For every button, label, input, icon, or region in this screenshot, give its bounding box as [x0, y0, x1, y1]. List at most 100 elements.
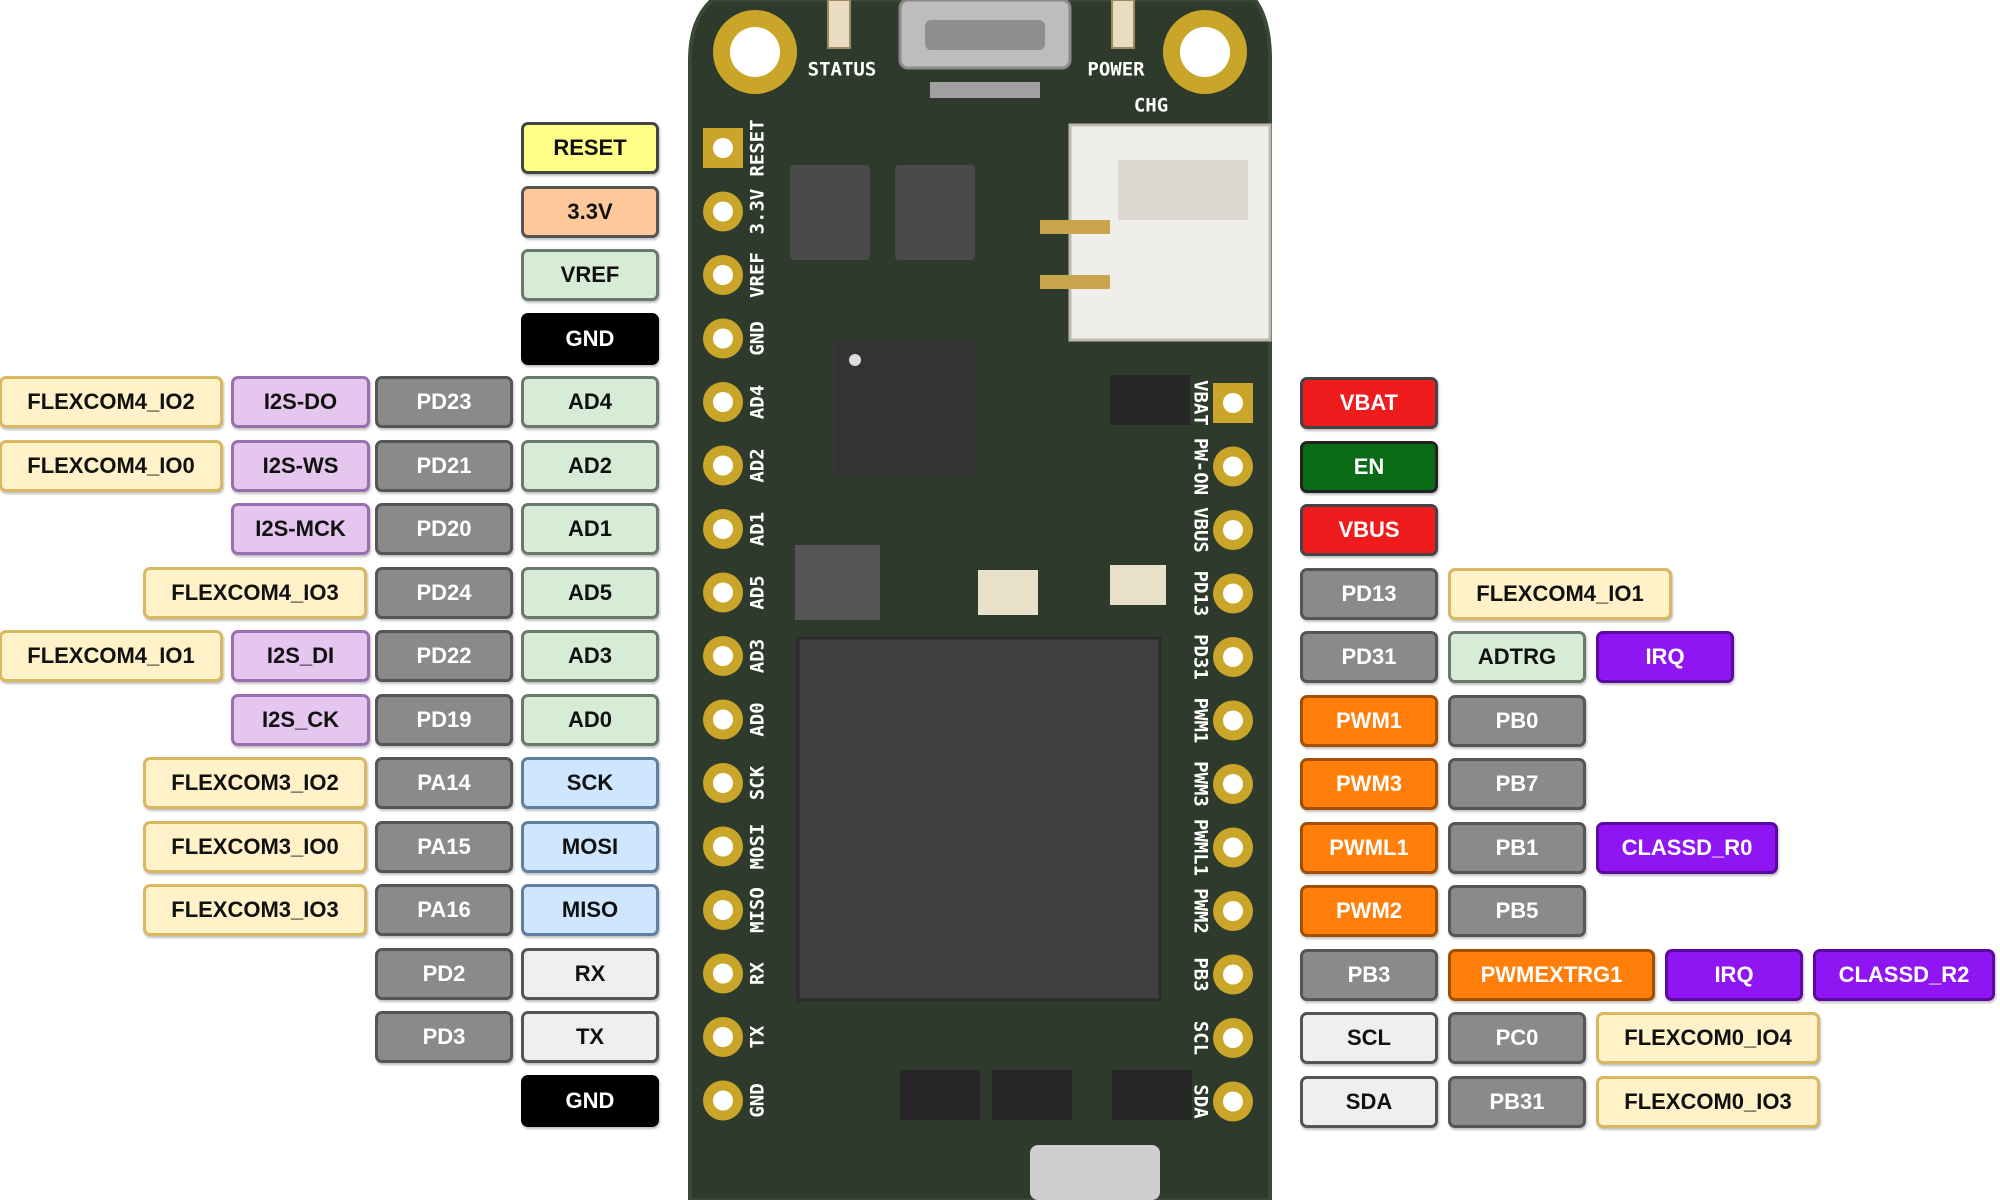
- header-hole: [713, 138, 733, 158]
- pin-label-irq: IRQ: [1596, 631, 1734, 683]
- pin-label-port: PB3: [1300, 948, 1438, 1001]
- pin-label-port: PD3: [375, 1011, 513, 1063]
- silk-label-right: VBAT: [1190, 380, 1212, 426]
- silk-label-chg: CHG: [1134, 95, 1168, 117]
- pin-label-serial: SDA: [1300, 1075, 1438, 1128]
- pin-label-spi: MISO: [521, 884, 659, 936]
- header-hole: [713, 519, 733, 539]
- pin-label-pwm: PWM1: [1300, 694, 1438, 747]
- pin-label-port: PD22: [375, 630, 513, 682]
- pin-label-port: PB0: [1448, 694, 1586, 747]
- pin-label-vbat: VBUS: [1300, 504, 1438, 556]
- header-hole: [713, 392, 733, 412]
- silk-label-left: 3.3V: [747, 189, 769, 235]
- pin-label-i2s: I2S_CK: [231, 693, 370, 746]
- header-hole: [1223, 393, 1243, 413]
- pin-label-flexcom: FLEXCOM3_IO2: [143, 757, 367, 809]
- silk-label-left: AD5: [747, 575, 769, 609]
- power-led: [1111, 0, 1135, 49]
- inductor: [895, 165, 975, 260]
- pin-label-port: PA16: [375, 884, 513, 936]
- silk-label-right: PWML1: [1190, 819, 1212, 876]
- silk-label-right: PW-ON: [1190, 438, 1212, 495]
- pin-label-port: PA15: [375, 820, 513, 873]
- silk-label-status: STATUS: [808, 59, 877, 81]
- silk-label-left: AD2: [747, 448, 769, 482]
- pin-label-en: EN: [1300, 440, 1438, 493]
- silk-label-left: SCK: [747, 765, 769, 800]
- pin-label-port: PD21: [375, 439, 513, 492]
- pin-label-irq: CLASSD_R2: [1813, 948, 1995, 1001]
- pin-label-spi: SCK: [521, 757, 659, 809]
- header-hole: [1223, 456, 1243, 477]
- header-hole: [713, 1027, 733, 1047]
- pin-label-port: PD13: [1300, 567, 1438, 620]
- connector-pin: [1040, 220, 1110, 234]
- header-hole: [713, 265, 733, 285]
- pin-label-analog: AD5: [521, 566, 659, 619]
- silk-label-power: POWER: [1087, 59, 1145, 81]
- silk-label-left: AD1: [747, 512, 769, 546]
- pin-label-adtrg: ADTRG: [1448, 631, 1586, 683]
- transistor: [900, 1070, 980, 1120]
- pin-label-flexcom: FLEXCOM3_IO0: [143, 820, 367, 873]
- header-hole: [1223, 1091, 1243, 1112]
- header-hole: [1223, 964, 1243, 985]
- pin-label-flexcom: FLEXCOM4_IO0: [0, 439, 223, 492]
- pin-label-i2s: I2S_DI: [231, 630, 370, 682]
- connector-pin: [1040, 275, 1110, 289]
- pin-label-analog: AD4: [521, 376, 659, 428]
- pin-label-port: PD2: [375, 947, 513, 1000]
- silk-label-left: GND: [747, 321, 769, 355]
- silk-label-right: PB3: [1190, 957, 1212, 991]
- pin-label-port: PB5: [1448, 885, 1586, 937]
- pin-label-flexcom: FLEXCOM4_IO1: [0, 630, 223, 682]
- silk-label-right: PWM3: [1190, 761, 1212, 807]
- header-hole: [1223, 837, 1243, 858]
- pin-label-port: PD23: [375, 376, 513, 428]
- header-hole: [713, 773, 733, 793]
- pin-label-flexcom: FLEXCOM0_IO3: [1596, 1075, 1820, 1128]
- silk-label-left: VREF: [747, 252, 769, 298]
- pin-label-spi: MOSI: [521, 820, 659, 873]
- header-hole: [713, 201, 733, 222]
- pin-label-power-3v3: 3.3V: [521, 185, 659, 238]
- pin-label-flexcom: FLEXCOM4_IO1: [1448, 567, 1672, 620]
- pin-label-flexcom: FLEXCOM3_IO3: [143, 884, 367, 936]
- silk-label-left: RX: [747, 962, 769, 985]
- reset-button: [1030, 1145, 1160, 1200]
- pin-label-pwm: PWM2: [1300, 885, 1438, 937]
- pin-label-flexcom: FLEXCOM0_IO4: [1596, 1012, 1820, 1064]
- pin-label-port: PB1: [1448, 821, 1586, 874]
- pin-label-irq: CLASSD_R0: [1596, 821, 1778, 874]
- mounting-hole-center: [1180, 27, 1230, 77]
- silk-label-right: PWM1: [1190, 698, 1212, 744]
- pin-label-flexcom: FLEXCOM4_IO3: [143, 566, 367, 619]
- transistor: [1112, 1070, 1192, 1120]
- silk-label-left: MOSI: [747, 824, 769, 870]
- header-hole: [713, 646, 733, 666]
- pin-label-irq: IRQ: [1665, 948, 1803, 1001]
- header-hole: [713, 582, 733, 603]
- capacitor: [795, 545, 880, 620]
- ic-pin1-marker: [849, 354, 861, 366]
- pin-label-pwm: PWMEXTRG1: [1448, 948, 1655, 1001]
- pin-label-analog: AD3: [521, 630, 659, 682]
- pin-label-i2s: I2S-WS: [231, 439, 370, 492]
- pin-label-vbat: VBAT: [1300, 377, 1438, 429]
- header-hole: [713, 709, 733, 730]
- silk-label-left: AD4: [747, 385, 769, 419]
- crystal: [978, 570, 1038, 615]
- silk-label-right: PWM2: [1190, 888, 1212, 934]
- pin-label-port: PD24: [375, 566, 513, 619]
- pin-label-port: PD19: [375, 693, 513, 746]
- silk-label-left: TX: [747, 1025, 769, 1048]
- usb-pins: [930, 82, 1040, 98]
- header-hole: [713, 328, 733, 349]
- pin-label-analog: VREF: [521, 249, 659, 301]
- mounting-hole-center: [730, 27, 780, 77]
- pin-label-analog: AD0: [521, 693, 659, 746]
- silk-label-left: GND: [747, 1083, 769, 1117]
- battery-connector-slot: [1118, 160, 1248, 220]
